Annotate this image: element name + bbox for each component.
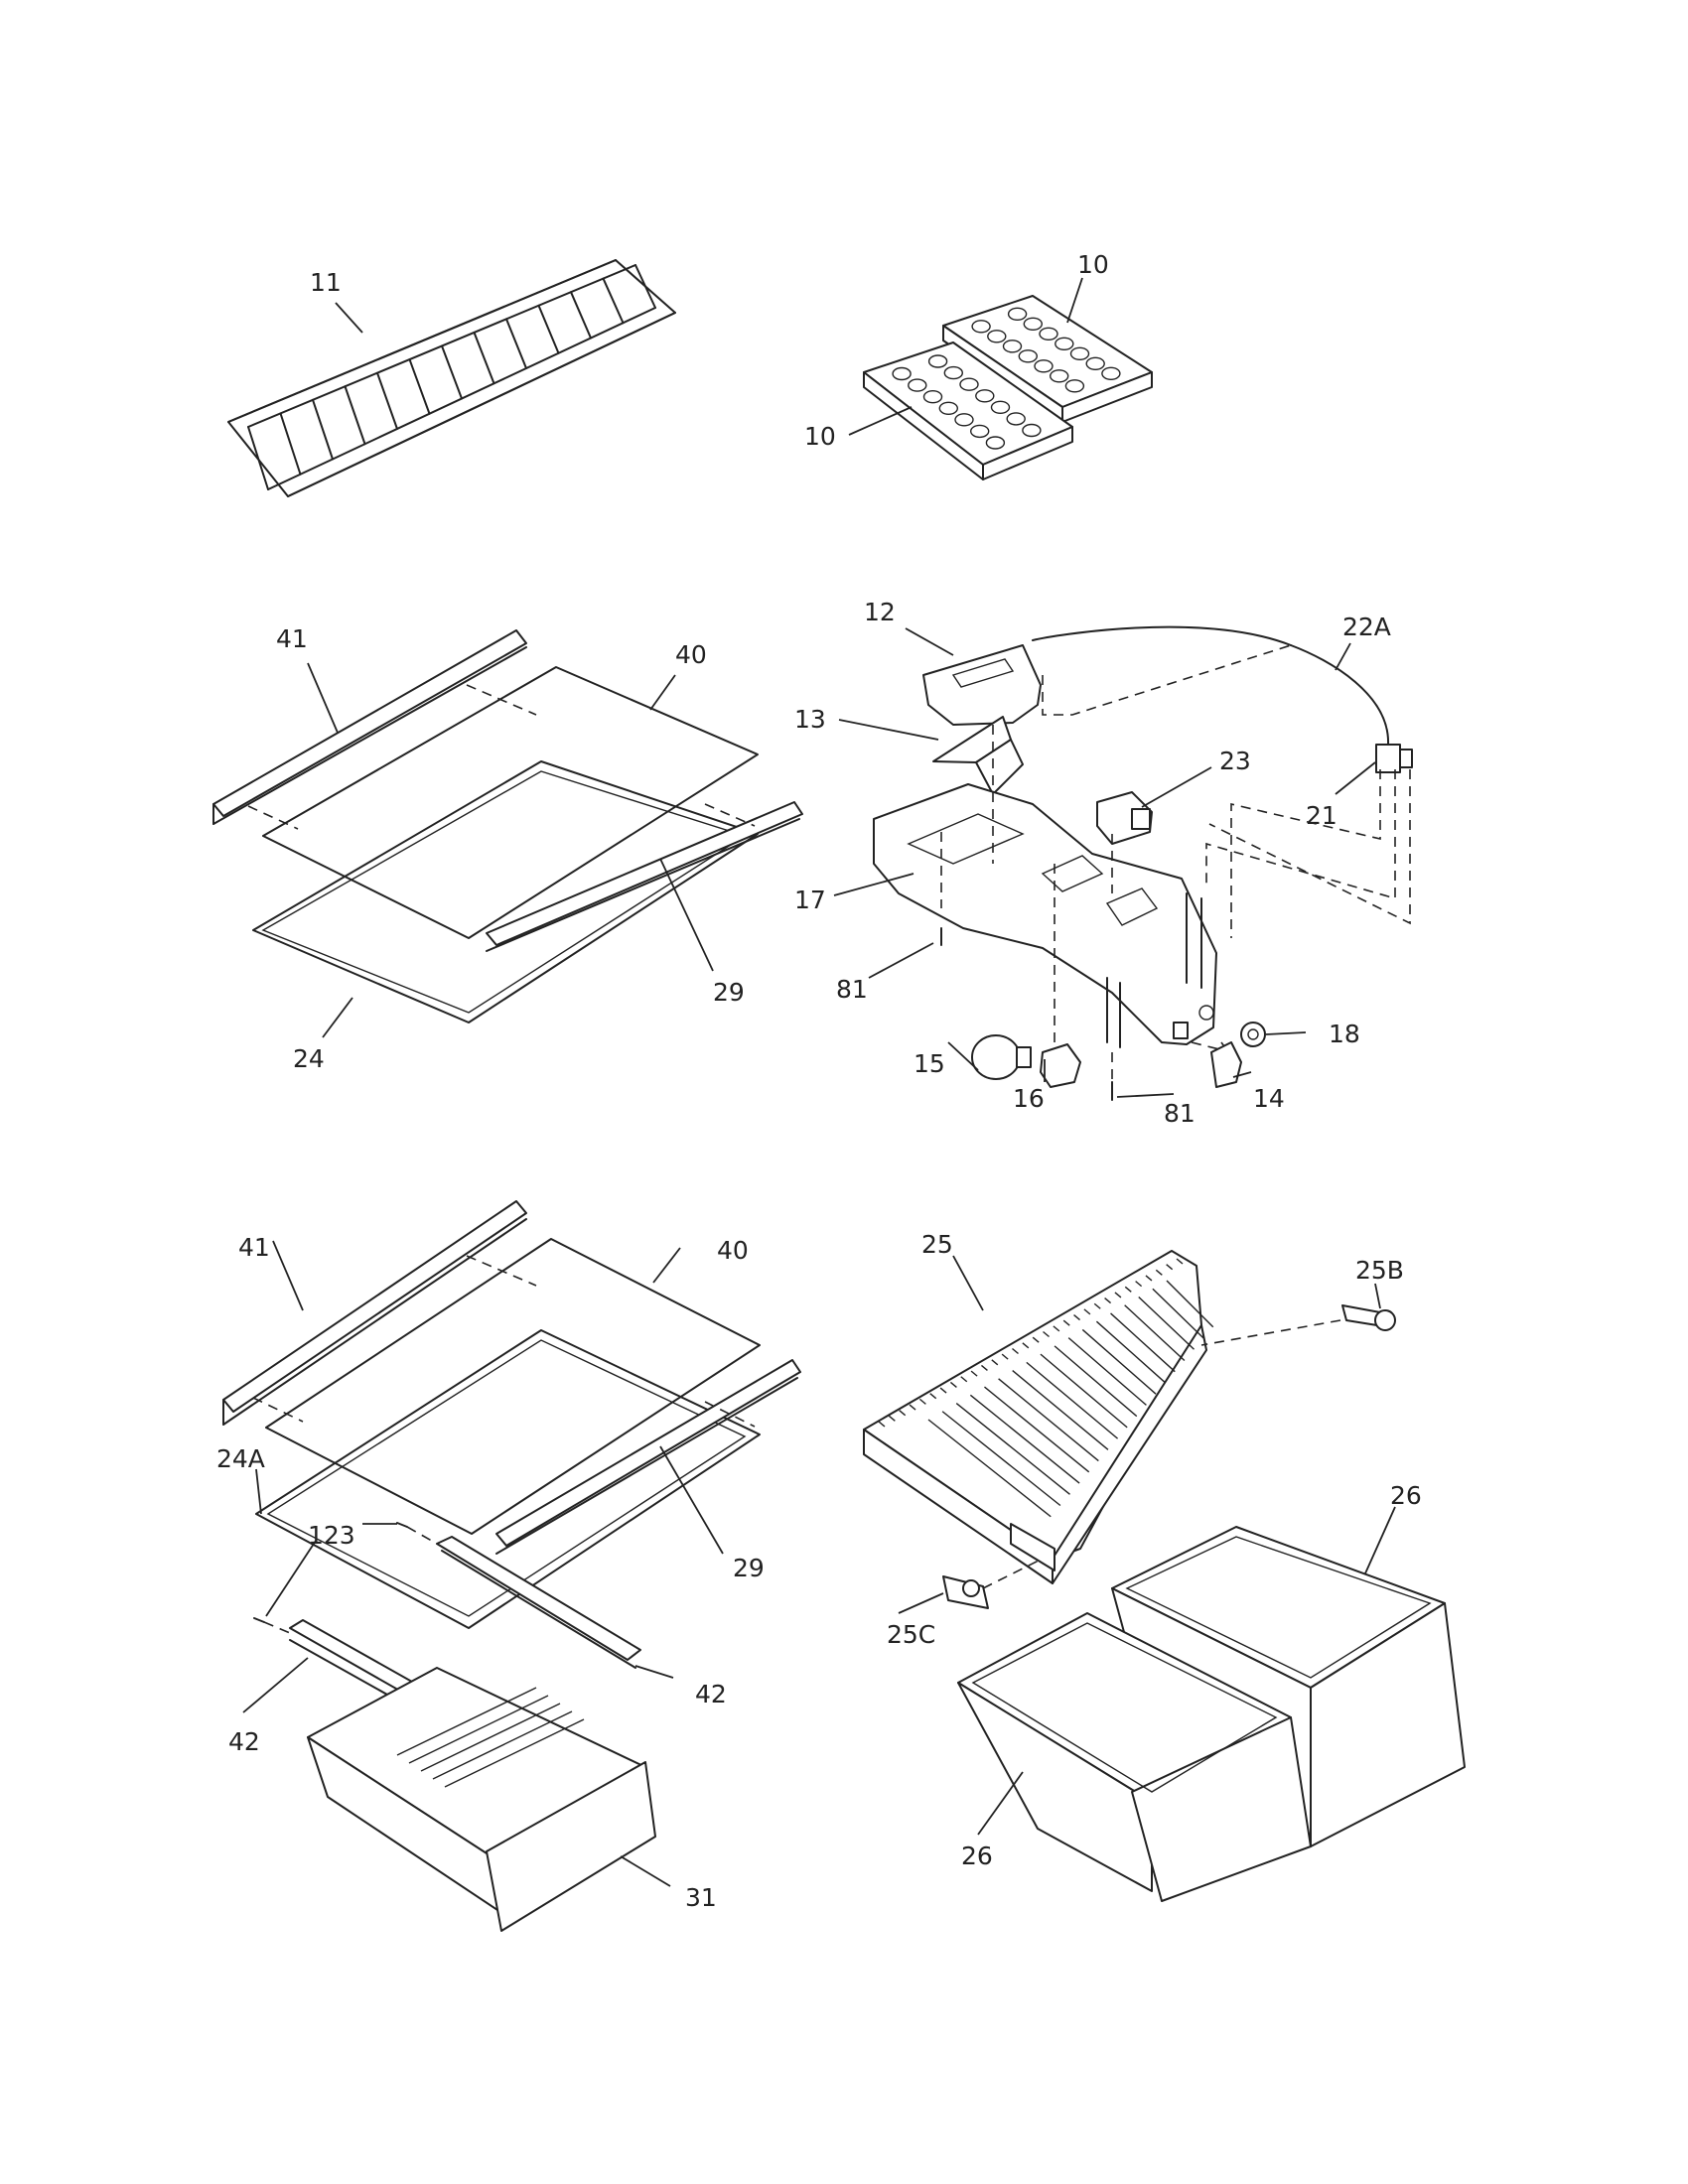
callout-42-right: 42 [695, 1680, 727, 1708]
cover-part-13 [932, 716, 1024, 795]
callout-24: 24 [293, 1044, 325, 1073]
leader-lines [242, 277, 1396, 1887]
callout-23: 23 [1219, 747, 1251, 775]
callout-81-right: 81 [1164, 1099, 1196, 1128]
callout-31: 31 [685, 1883, 717, 1912]
callout-22a: 22A [1342, 613, 1391, 641]
ice-tray-part-10-lower [863, 341, 1073, 480]
callout-10-lower: 10 [804, 422, 836, 451]
callout-25b: 25B [1355, 1256, 1404, 1285]
callout-40-upper: 40 [675, 640, 707, 669]
callout-14: 14 [1253, 1084, 1285, 1113]
callout-25: 25 [921, 1230, 953, 1259]
callout-29-upper: 29 [713, 978, 745, 1007]
callout-24a: 24A [216, 1444, 265, 1473]
callout-13: 13 [794, 705, 826, 734]
switch-part-14 [1210, 1041, 1242, 1088]
bulb-part-15 [971, 1034, 1032, 1080]
socket-part-16 [1040, 1043, 1081, 1088]
callout-18: 18 [1329, 1020, 1360, 1048]
glass-shelf-group-upper [212, 629, 803, 1024]
callout-40-lower: 40 [717, 1236, 749, 1265]
callout-26-rear: 26 [1390, 1481, 1422, 1510]
callout-labels: 11 10 10 41 40 29 24 12 13 22A 23 21 17 … [216, 250, 1422, 1912]
clip-part-25c [942, 1558, 1044, 1609]
callout-16: 16 [1013, 1084, 1045, 1113]
callout-21: 21 [1306, 801, 1337, 830]
callout-25c: 25C [887, 1620, 935, 1649]
timer-part-23 [1096, 791, 1153, 845]
callout-41-lower: 41 [238, 1233, 270, 1262]
wire-shelf-part-11 [227, 259, 676, 497]
callout-17: 17 [794, 886, 826, 914]
ice-bin-part-12 [922, 644, 1042, 726]
callout-42-left: 42 [228, 1727, 260, 1756]
callout-26-front: 26 [961, 1842, 993, 1870]
knob-part-18 [1240, 1022, 1266, 1047]
callout-11: 11 [310, 268, 342, 297]
callout-10-upper: 10 [1077, 250, 1109, 279]
connector-part-21 [1032, 625, 1413, 773]
callout-12: 12 [864, 598, 896, 626]
callout-41-upper: 41 [276, 624, 308, 653]
callout-15: 15 [914, 1049, 945, 1078]
clip-part-25b [1200, 1304, 1396, 1346]
housing-part-17 [873, 783, 1217, 1048]
crisper-bin-part-26-front [957, 1612, 1312, 1902]
glass-shelf-group-lower [222, 1200, 801, 1932]
callout-29-lower: 29 [733, 1554, 765, 1582]
callout-123: 123 [308, 1521, 355, 1550]
callout-81-left: 81 [836, 975, 868, 1004]
crisper-cover-part-25 [863, 1250, 1214, 1584]
